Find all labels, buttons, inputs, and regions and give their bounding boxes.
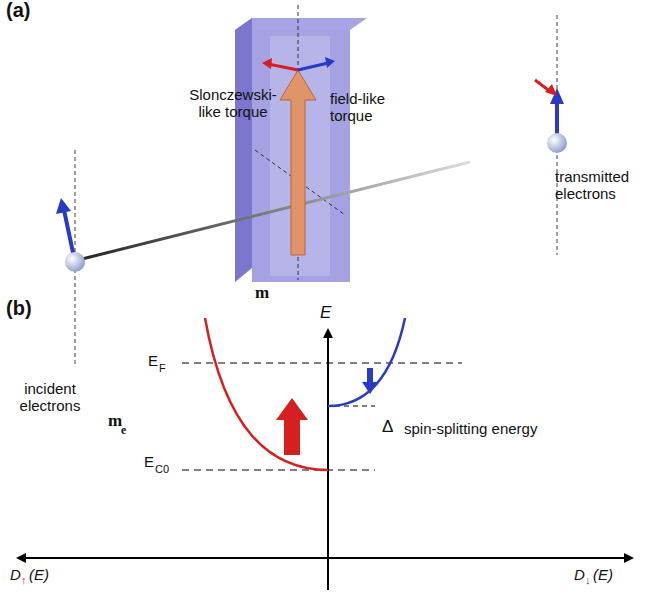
magnetization-arrow [280,70,316,255]
energy-axis [327,332,329,590]
spin-symbol: ↑ [21,572,27,589]
dos-axis [328,557,630,559]
electron-label: transmitted electrons [555,168,645,202]
axis-label: D [574,566,585,583]
band-edge [182,470,375,471]
electron-path [78,162,470,260]
slab-front [252,30,350,282]
axis-label: D [10,566,21,583]
axis-label: E [320,304,331,321]
torque-label: Slonczewski-like torque [178,86,288,120]
slonczewski-arrow [262,58,272,69]
slonczewski-arrow [268,64,298,70]
panel-letter: (a) [6,2,30,19]
electron-label: incident electrons [10,380,90,414]
field-like-arrow [298,63,328,70]
spin-arrow [56,198,71,214]
torque-arrow [545,84,557,96]
axis-label: (E) [593,566,613,583]
vector-symbol: m [108,412,122,429]
slab-top [235,18,367,30]
panel-letter: (b) [6,300,32,317]
vector-symbol: m [255,284,269,301]
field-like-arrow [325,57,335,68]
electron [547,133,567,153]
axis-label: (E) [29,566,49,583]
energy-label: spin-splitting energy [404,420,537,437]
electron [65,252,85,272]
dos-axis [20,557,328,559]
minority-band [328,318,405,406]
torque-label: field-like torque [330,90,410,124]
spin-up-arrow [276,398,308,455]
slab-side [235,18,252,282]
energy-subscript: F [159,360,166,377]
majority-band [205,318,328,470]
fermi-level [182,363,462,364]
vector-subscript: e [121,422,126,439]
energy-label: E [148,352,158,369]
slab-highlight [270,36,330,276]
energy-symbol: Δ [382,418,393,435]
spin-down-arrow [362,368,378,394]
energy-label: E [144,453,154,470]
energy-subscript: C0 [155,461,169,478]
spin-symbol: ↓ [585,572,591,589]
